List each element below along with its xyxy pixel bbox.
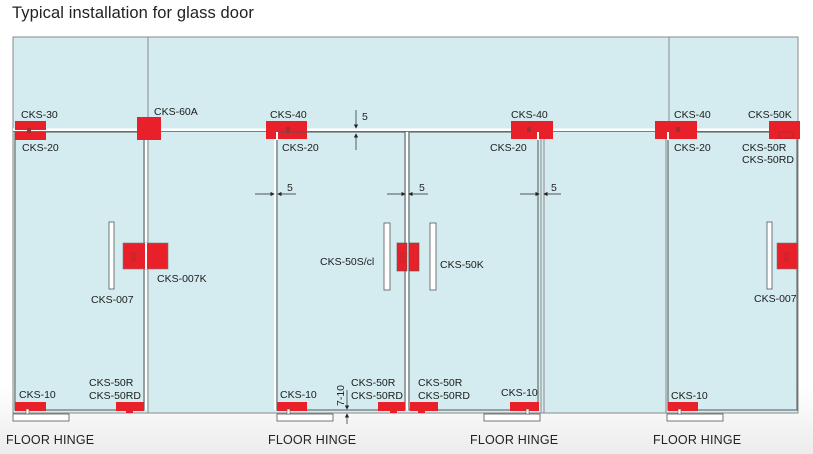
label-cks-50r: CKS-50R — [89, 377, 134, 389]
pivot-pin — [286, 127, 290, 132]
pivot-pin — [527, 127, 531, 132]
door-leaf-3 — [408, 131, 539, 411]
label-cks-40: CKS-40 — [511, 109, 548, 121]
fitting-cks-50r — [116, 402, 144, 411]
floor-hinge-box — [483, 413, 541, 422]
label-cks-50s-cl: CKS-50S/cl — [320, 256, 374, 268]
label-cks-007k: CKS-007K — [157, 273, 207, 285]
label-cks-007: CKS-007 — [91, 294, 134, 306]
pivot-pin — [676, 127, 680, 132]
lock-cks-50k — [408, 242, 420, 272]
dimension-label: 5 — [419, 182, 425, 194]
floor-hinge-label: FLOOR HINGE — [470, 433, 558, 447]
door-leaf-4 — [667, 131, 798, 411]
fitting-cks-30 — [15, 121, 46, 130]
door-leaf-1 — [14, 131, 145, 411]
label-cks-50r: CKS-50R — [418, 377, 463, 389]
floor-hinge-label: FLOOR HINGE — [6, 433, 94, 447]
fitting-cks-60a — [137, 117, 161, 140]
label-cks-50rd: CKS-50RD — [89, 390, 141, 402]
label-cks-50rd: CKS-50RD — [742, 154, 794, 166]
lock-cks-007k — [776, 242, 799, 270]
label-cks-007: CKS-007 — [754, 293, 797, 305]
fitting-cks-50k — [769, 121, 800, 139]
handle-cks-007 — [766, 221, 773, 290]
label-cks-30: CKS-30 — [21, 109, 58, 121]
hinge-spindle — [525, 408, 530, 415]
floor-hinge-label: FLOOR HINGE — [653, 433, 741, 447]
label-cks-10: CKS-10 — [280, 389, 317, 401]
label-cks-10: CKS-10 — [671, 390, 708, 402]
lock-cks-50s-cl — [396, 242, 408, 272]
keyhole-icon — [399, 252, 405, 263]
dimension-label: 5 — [362, 111, 368, 123]
fitting-cks-10 — [15, 402, 46, 411]
fitting-cks-20 — [15, 132, 46, 140]
label-cks-20: CKS-20 — [674, 142, 711, 154]
keyhole-icon — [131, 252, 136, 262]
label-cks-40: CKS-40 — [270, 109, 307, 121]
label-cks-20: CKS-20 — [282, 142, 319, 154]
dimension-label: 5 — [287, 182, 293, 194]
label-cks-20: CKS-20 — [22, 142, 59, 154]
fitting-cks-50r — [378, 402, 405, 411]
pivot-pin — [27, 128, 31, 133]
floor-hinge-box — [666, 413, 724, 422]
label-cks-50k: CKS-50K — [440, 259, 484, 271]
label-cks-20: CKS-20 — [490, 142, 527, 154]
lock-bolt — [418, 410, 425, 413]
dimension-label: 5 — [551, 182, 557, 194]
label-cks-10: CKS-10 — [501, 387, 538, 399]
handle-cks-50k — [429, 222, 437, 291]
lock-body — [778, 131, 794, 139]
handle-cks-50s-cl — [383, 222, 391, 291]
label-cks-40: CKS-40 — [674, 109, 711, 121]
label-cks-60a: CKS-60A — [154, 106, 198, 118]
fitting-cks-10 — [510, 402, 539, 411]
keyhole-icon — [784, 252, 789, 262]
label-cks-50rd: CKS-50RD — [418, 390, 470, 402]
hinge-spindle — [25, 408, 30, 415]
fitting-cks-40 — [511, 121, 553, 139]
label-cks-10: CKS-10 — [19, 389, 56, 401]
hinge-spindle — [677, 408, 682, 415]
label-cks-50rd: CKS-50RD — [351, 390, 403, 402]
handle-cks-007 — [108, 221, 115, 290]
label-cks-50r: CKS-50R — [351, 377, 396, 389]
dimension-label: 7-10 — [335, 385, 347, 406]
lock-bolt — [126, 410, 133, 413]
diagram-title: Typical installation for glass door — [12, 4, 254, 22]
lock-bolt — [390, 410, 397, 413]
hinge-spindle — [286, 408, 291, 415]
floor-hinge-box — [276, 413, 334, 422]
fitting-cks-50r — [410, 402, 438, 411]
label-cks-50k: CKS-50K — [748, 109, 792, 121]
label-cks-50r: CKS-50R — [742, 142, 787, 154]
floor-hinge-label: FLOOR HINGE — [268, 433, 356, 447]
floor-hinge-box — [12, 413, 70, 422]
fitting-cks-10 — [277, 402, 307, 411]
fitting-cks-10 — [668, 402, 698, 411]
